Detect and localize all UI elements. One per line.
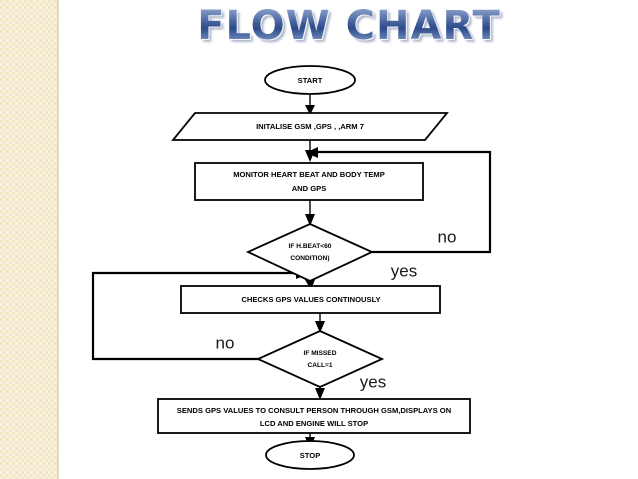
node-stop[interactable]: STOP	[265, 440, 355, 470]
branch-label-decision1-yes: yes	[391, 261, 417, 280]
node-check-gps-label: CHECKS GPS VALUES CONTINOUSLY	[241, 295, 380, 304]
node-decision-missed-call-label-line2: CALL=1	[307, 362, 332, 369]
node-initialise[interactable]: INITALISE GSM ,GPS , ,ARM 7	[171, 112, 449, 141]
connector-decision1-no-loop	[306, 147, 492, 254]
node-start[interactable]: START	[264, 65, 356, 95]
node-decision-heartbeat-label-line1: IF H.BEAT<60	[289, 243, 332, 250]
node-start-label: START	[298, 76, 323, 85]
decorative-left-border-edge	[57, 0, 60, 479]
decorative-left-border	[0, 0, 57, 479]
connector-start-to-init	[305, 95, 315, 115]
branch-label-decision2-no: no	[216, 333, 235, 352]
node-decision-missed-call[interactable]: IF MISSED CALL=1	[255, 330, 385, 388]
node-decision-heartbeat-label-line2: CONDITION)	[290, 255, 329, 262]
connector-monitor-to-decision1	[305, 200, 315, 226]
node-send-gps[interactable]: SENDS GPS VALUES TO CONSULT PERSON THROU…	[157, 398, 471, 434]
branch-label-decision2-yes: yes	[360, 372, 386, 391]
node-send-gps-label-line2: LCD AND ENGINE WILL STOP	[260, 419, 368, 428]
node-check-gps[interactable]: CHECKS GPS VALUES CONTINOUSLY	[180, 285, 441, 314]
connector-checkgps-to-decision2	[315, 313, 325, 333]
node-decision-missed-call-label-line1: IF MISSED	[304, 350, 337, 357]
node-monitor-label-line1: MONITOR HEART BEAT AND BODY TEMP	[233, 170, 385, 179]
node-decision-heartbeat[interactable]: IF H.BEAT<60 CONDITION)	[245, 223, 375, 282]
node-send-gps-label-line1: SENDS GPS VALUES TO CONSULT PERSON THROU…	[177, 406, 451, 415]
node-monitor[interactable]: MONITOR HEART BEAT AND BODY TEMP AND GPS	[194, 162, 424, 201]
node-initialise-label: INITALISE GSM ,GPS , ,ARM 7	[256, 122, 364, 131]
branch-label-decision1-no: no	[438, 227, 457, 246]
node-stop-label: STOP	[300, 451, 321, 460]
page-title: FLOW CHART	[60, 2, 638, 50]
node-monitor-label-line2: AND GPS	[292, 184, 327, 193]
